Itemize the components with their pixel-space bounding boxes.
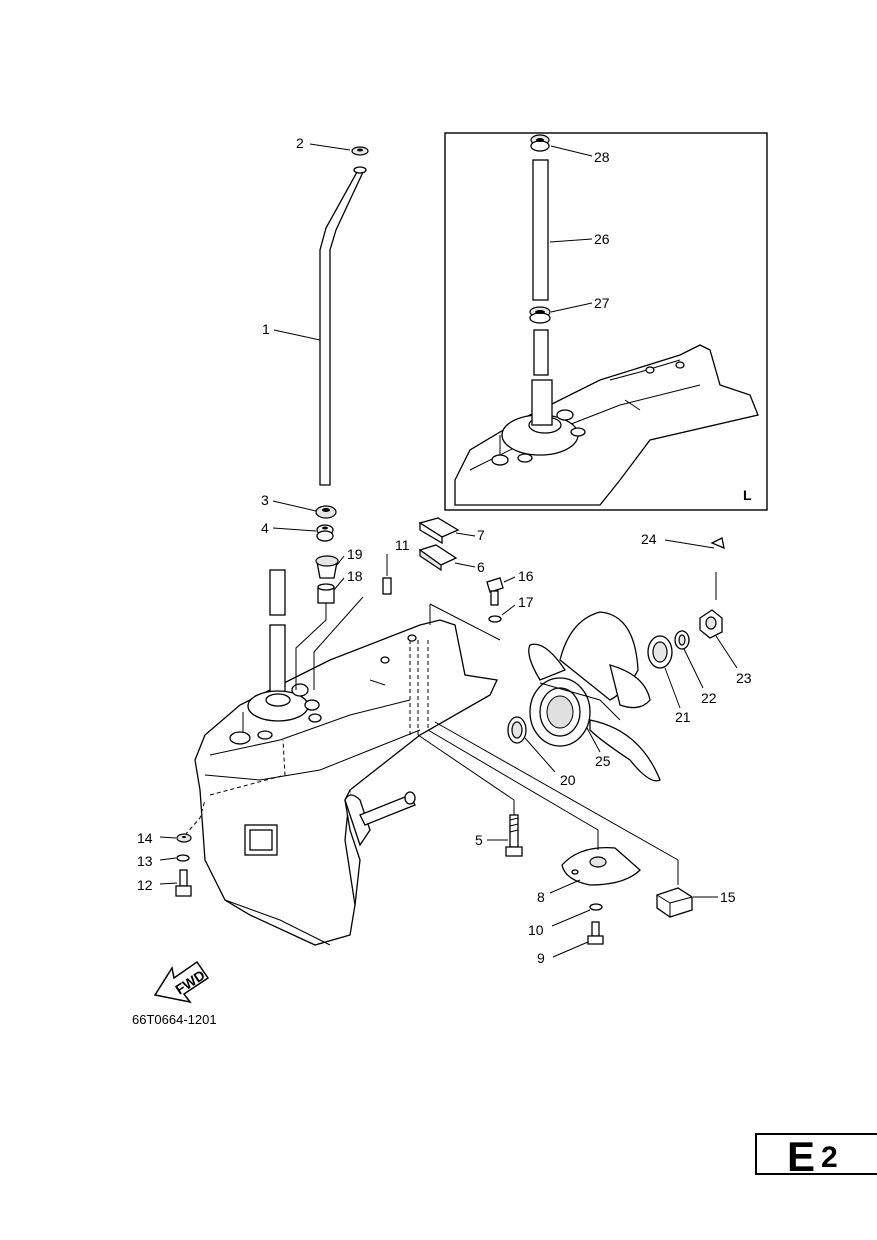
part-14-washer — [176, 833, 192, 843]
callout-19: 19 — [347, 546, 363, 562]
callout-1: 1 — [262, 321, 270, 337]
drawing-code: 66T0664-1201 — [132, 1012, 217, 1027]
callout-20: 20 — [560, 772, 576, 788]
callout-9: 9 — [537, 950, 545, 966]
part-10-washer — [589, 903, 603, 911]
callout-8: 8 — [537, 889, 545, 905]
callout-27: 27 — [594, 295, 610, 311]
callout-24: 24 — [641, 531, 657, 547]
part-3-grommet — [315, 505, 337, 519]
part-16-bolt — [486, 577, 504, 606]
part-26-water-tube — [532, 159, 549, 301]
callout-17: 17 — [518, 594, 534, 610]
part-5-bolt — [505, 814, 523, 857]
callout-25: 25 — [595, 753, 611, 769]
part-28-grommet — [530, 134, 550, 152]
part-23-castle-nut — [699, 609, 723, 639]
callout-3: 3 — [261, 492, 269, 508]
callout-14: 14 — [137, 830, 153, 846]
part-15-anode — [656, 887, 693, 918]
callout-22: 22 — [701, 690, 717, 706]
part-1-water-tube — [319, 171, 365, 486]
part-12-bolt — [175, 869, 192, 897]
part-4-seal — [316, 524, 334, 542]
callout-16: 16 — [518, 568, 534, 584]
part-17-washer — [488, 615, 502, 623]
lower-unit-gear-case — [194, 569, 498, 946]
callout-13: 13 — [137, 853, 153, 869]
callout-21: 21 — [675, 709, 691, 725]
callout-23: 23 — [736, 670, 752, 686]
part-7-plate — [418, 517, 460, 545]
callout-6: 6 — [477, 559, 485, 575]
callout-15: 15 — [720, 889, 736, 905]
part-22-washer — [674, 630, 690, 650]
callout-11: 11 — [395, 537, 410, 553]
inset-frame — [444, 132, 768, 511]
callout-18: 18 — [347, 568, 363, 584]
callout-10: 10 — [528, 922, 544, 938]
part-11-dowel-pin — [382, 577, 392, 595]
page-tab-letter: E — [787, 1133, 816, 1180]
callout-12: 12 — [137, 877, 153, 893]
inset-gear-case — [454, 329, 759, 506]
part-13-washer — [176, 854, 190, 862]
callout-4: 4 — [261, 520, 269, 536]
part-27-grommet — [529, 306, 551, 324]
callout-7: 7 — [477, 527, 485, 543]
part-19-bushing — [315, 555, 339, 579]
callout-26: 26 — [594, 231, 610, 247]
part-9-bolt — [587, 921, 604, 945]
part-2-grommet — [351, 146, 369, 156]
part-20-thrust-washer — [507, 716, 527, 744]
part-21-spacer — [647, 635, 673, 669]
part-25-propeller — [528, 611, 661, 782]
part-6-plate — [418, 544, 458, 572]
callout-2: 2 — [296, 135, 304, 151]
inset-label: L — [743, 487, 752, 503]
part-8-anode — [561, 846, 641, 886]
part-18-collar — [317, 583, 335, 604]
callout-5: 5 — [475, 832, 483, 848]
page-tab-number: 2 — [821, 1141, 838, 1174]
part-24-cotter-pin — [710, 537, 725, 600]
fwd-arrow-icon: FWD — [153, 960, 210, 1004]
callout-28: 28 — [594, 149, 610, 165]
page-tab: E 2 — [755, 1133, 877, 1180]
